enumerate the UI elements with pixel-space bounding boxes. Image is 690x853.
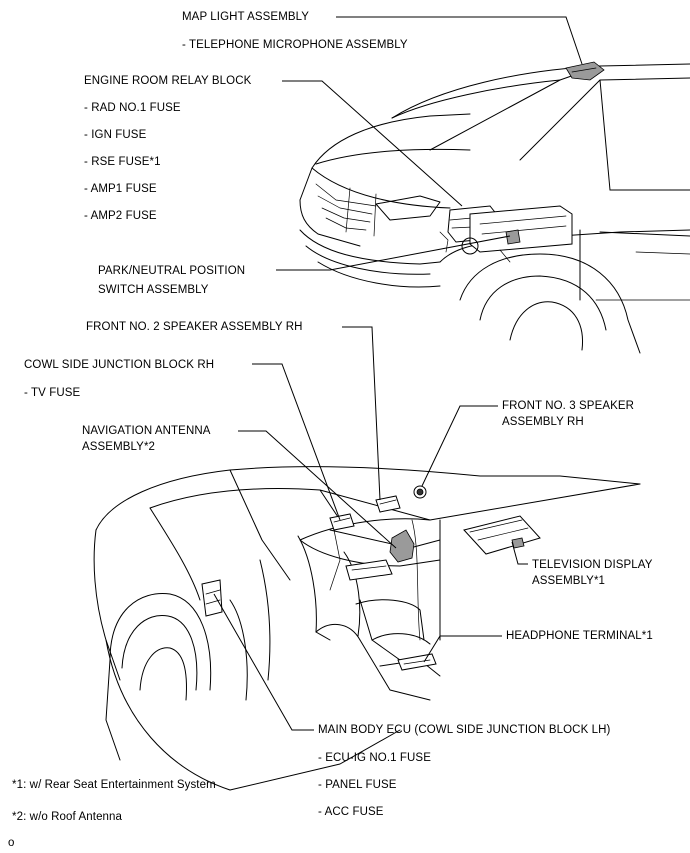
label-amp2-fuse: - AMP2 FUSE (84, 210, 157, 222)
label-navigation-antenna-line1: NAVIGATION ANTENNA (82, 425, 211, 437)
label-engine-room-relay-block: ENGINE ROOM RELAY BLOCK (84, 75, 252, 87)
label-park-neutral-line1: PARK/NEUTRAL POSITION (98, 265, 246, 277)
label-front-no3-speaker-line2: ASSEMBLY RH (502, 416, 584, 428)
corner-mark: o (8, 837, 15, 849)
label-main-body-ecu: MAIN BODY ECU (COWL SIDE JUNCTION BLOCK … (318, 724, 611, 736)
label-acc-fuse: - ACC FUSE (318, 806, 384, 818)
footnote-1: *1: w/ Rear Seat Entertainment System (12, 779, 216, 791)
label-tv-fuse: - TV FUSE (24, 387, 81, 399)
label-front-no3-speaker-line1: FRONT NO. 3 SPEAKER (502, 400, 635, 412)
label-map-light-assembly: MAP LIGHT ASSEMBLY (182, 11, 310, 23)
label-ecu-ig-fuse: - ECU-IG NO.1 FUSE (318, 752, 431, 764)
label-park-neutral-line2: SWITCH ASSEMBLY (98, 284, 209, 296)
label-television-display-line2: ASSEMBLY*1 (532, 575, 606, 587)
label-ign-fuse: - IGN FUSE (84, 129, 147, 141)
label-television-display-line1: TELEVISION DISPLAY (532, 559, 653, 571)
label-panel-fuse: - PANEL FUSE (318, 779, 397, 791)
label-headphone-terminal: HEADPHONE TERMINAL*1 (506, 630, 653, 642)
label-rse-fuse: - RSE FUSE*1 (84, 156, 161, 168)
footnote-2: *2: w/o Roof Antenna (12, 811, 123, 823)
label-front-no2-speaker: FRONT NO. 2 SPEAKER ASSEMBLY RH (86, 321, 303, 333)
label-amp1-fuse: - AMP1 FUSE (84, 183, 157, 195)
vehicle-interior-illustration (93, 466, 641, 791)
label-telephone-microphone: - TELEPHONE MICROPHONE ASSEMBLY (182, 39, 408, 51)
vehicle-exterior-illustration (299, 61, 690, 354)
label-navigation-antenna-line2: ASSEMBLY*2 (82, 441, 156, 453)
label-cowl-side-junction-rh: COWL SIDE JUNCTION BLOCK RH (24, 359, 215, 371)
leader-lines (213, 16, 583, 731)
label-rad-fuse: - RAD NO.1 FUSE (84, 102, 181, 114)
